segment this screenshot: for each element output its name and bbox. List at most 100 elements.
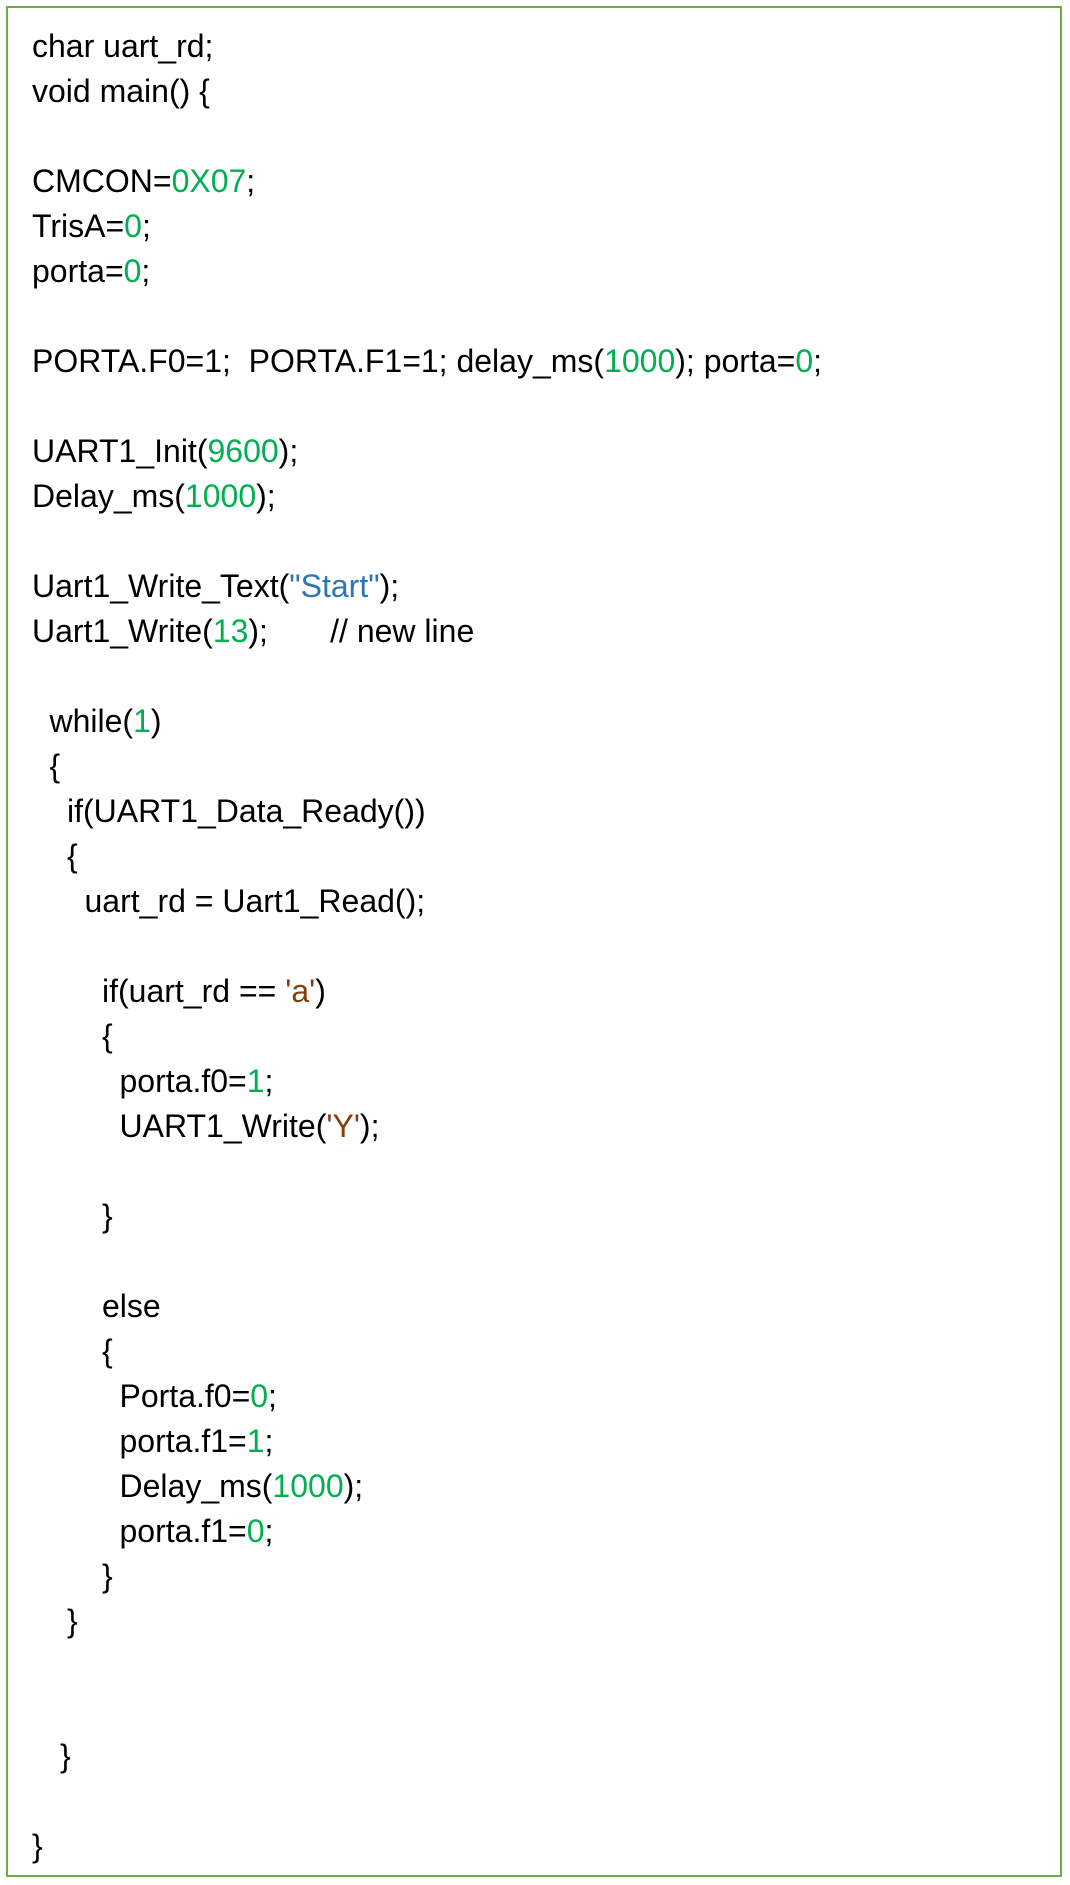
code-line: porta.f0=1; [32,1059,822,1104]
code-token: 1 [133,703,151,739]
code-token: 0 [250,1378,269,1414]
code-token: 1 [246,1423,265,1459]
code-token: ; [264,1063,274,1099]
code-token: else [102,1288,161,1324]
code-token: { [102,1018,113,1054]
code-line: } [32,1554,822,1599]
code-line [32,384,822,429]
code-token: while( [49,703,134,739]
code-line: } [32,1599,822,1644]
code-token: ; [813,343,822,379]
code-token: 'a' [285,973,316,1009]
code-token: PORTA.F0=1; PORTA.F1=1; delay_ms( [32,343,605,379]
code-line: uart_rd = Uart1_Read(); [32,879,822,924]
code-line: PORTA.F0=1; PORTA.F1=1; delay_ms(1000); … [32,339,822,384]
code-line: { [32,1329,822,1374]
code-line [32,924,822,969]
code-line: } [32,1824,822,1869]
code-line: UART1_Init(9600); [32,429,822,474]
code-token: TrisA= [32,208,125,244]
code-token: 0 [246,1513,265,1549]
code-token: ) [150,703,162,739]
code-line: Delay_ms(1000); [32,474,822,519]
code-token: ); // new line [248,613,475,649]
code-token: UART1_Write( [119,1108,327,1144]
code-token: ); porta= [675,343,796,379]
code-line: void main() { [32,69,822,114]
code-token: 0 [123,253,142,289]
code-line: if(uart_rd == 'a') [32,969,822,1014]
code-token: 1000 [184,478,257,514]
code-token: Uart1_Write( [32,613,213,649]
code-listing: char uart_rd;void main() {CMCON=0X07;Tri… [32,24,822,1869]
code-token: ; [141,253,151,289]
code-line: porta.f1=1; [32,1419,822,1464]
code-token: 1 [246,1063,265,1099]
code-token: ); [359,1108,380,1144]
code-line: { [32,744,822,789]
code-token: ; [264,1513,274,1549]
code-token: porta= [32,253,124,289]
code-token: 'Y' [326,1108,360,1144]
code-token: 0 [124,208,142,244]
code-line [32,519,822,564]
code-line [32,294,822,339]
code-token: porta.f1= [119,1513,247,1549]
code-token: } [60,1738,71,1774]
code-token: { [67,838,78,874]
code-line: else [32,1284,822,1329]
code-line: CMCON=0X07; [32,159,822,204]
code-line: Uart1_Write_Text("Start"); [32,564,822,609]
code-token: "Start" [289,568,380,604]
code-token: } [32,1828,43,1864]
code-token: 1000 [604,343,676,379]
code-token: 1000 [272,1468,344,1504]
code-token: ) [315,973,326,1009]
code-line: while(1) [32,699,822,744]
code-token: porta.f1= [119,1423,247,1459]
code-line: Porta.f0=0; [32,1374,822,1419]
code-token: } [67,1603,78,1639]
code-token: uart_rd = Uart1_Read(); [84,883,426,919]
code-token: Delay_ms( [32,478,185,514]
code-token: void main() { [32,73,210,109]
code-token: ); [256,478,276,514]
code-token: Porta.f0= [119,1378,251,1414]
code-token: { [102,1333,113,1369]
code-line [32,1689,822,1734]
code-token: ; [141,208,151,244]
code-line: porta.f1=0; [32,1509,822,1554]
code-token: porta.f0= [119,1063,247,1099]
code-token: } [102,1198,113,1234]
code-token: char uart_rd; [32,28,214,64]
code-line: Uart1_Write(13); // new line [32,609,822,654]
code-line: UART1_Write('Y'); [32,1104,822,1149]
code-box: char uart_rd;void main() {CMCON=0X07;Tri… [6,6,1062,1877]
code-token: if(UART1_Data_Ready()) [67,793,426,829]
code-token: 0X07 [171,163,247,199]
code-line: TrisA=0; [32,204,822,249]
code-line [32,1779,822,1824]
code-token: CMCON= [32,163,172,199]
code-token: 0 [795,343,814,379]
code-token: UART1_Init( [32,433,208,469]
code-line [32,654,822,699]
code-line [32,1239,822,1284]
code-line [32,1644,822,1689]
code-line: } [32,1734,822,1779]
code-token: { [49,748,61,784]
code-line: } [32,1194,822,1239]
code-token: } [102,1558,113,1594]
code-line [32,1149,822,1194]
code-token: 9600 [207,433,279,469]
code-line: char uart_rd; [32,24,822,69]
code-line: { [32,834,822,879]
code-token: ); [379,568,400,604]
code-line: porta=0; [32,249,822,294]
code-line: { [32,1014,822,1059]
code-token: ; [264,1423,274,1459]
code-line: if(UART1_Data_Ready()) [32,789,822,834]
code-token: 13 [212,613,249,649]
code-token: ; [246,163,256,199]
code-line [32,114,822,159]
